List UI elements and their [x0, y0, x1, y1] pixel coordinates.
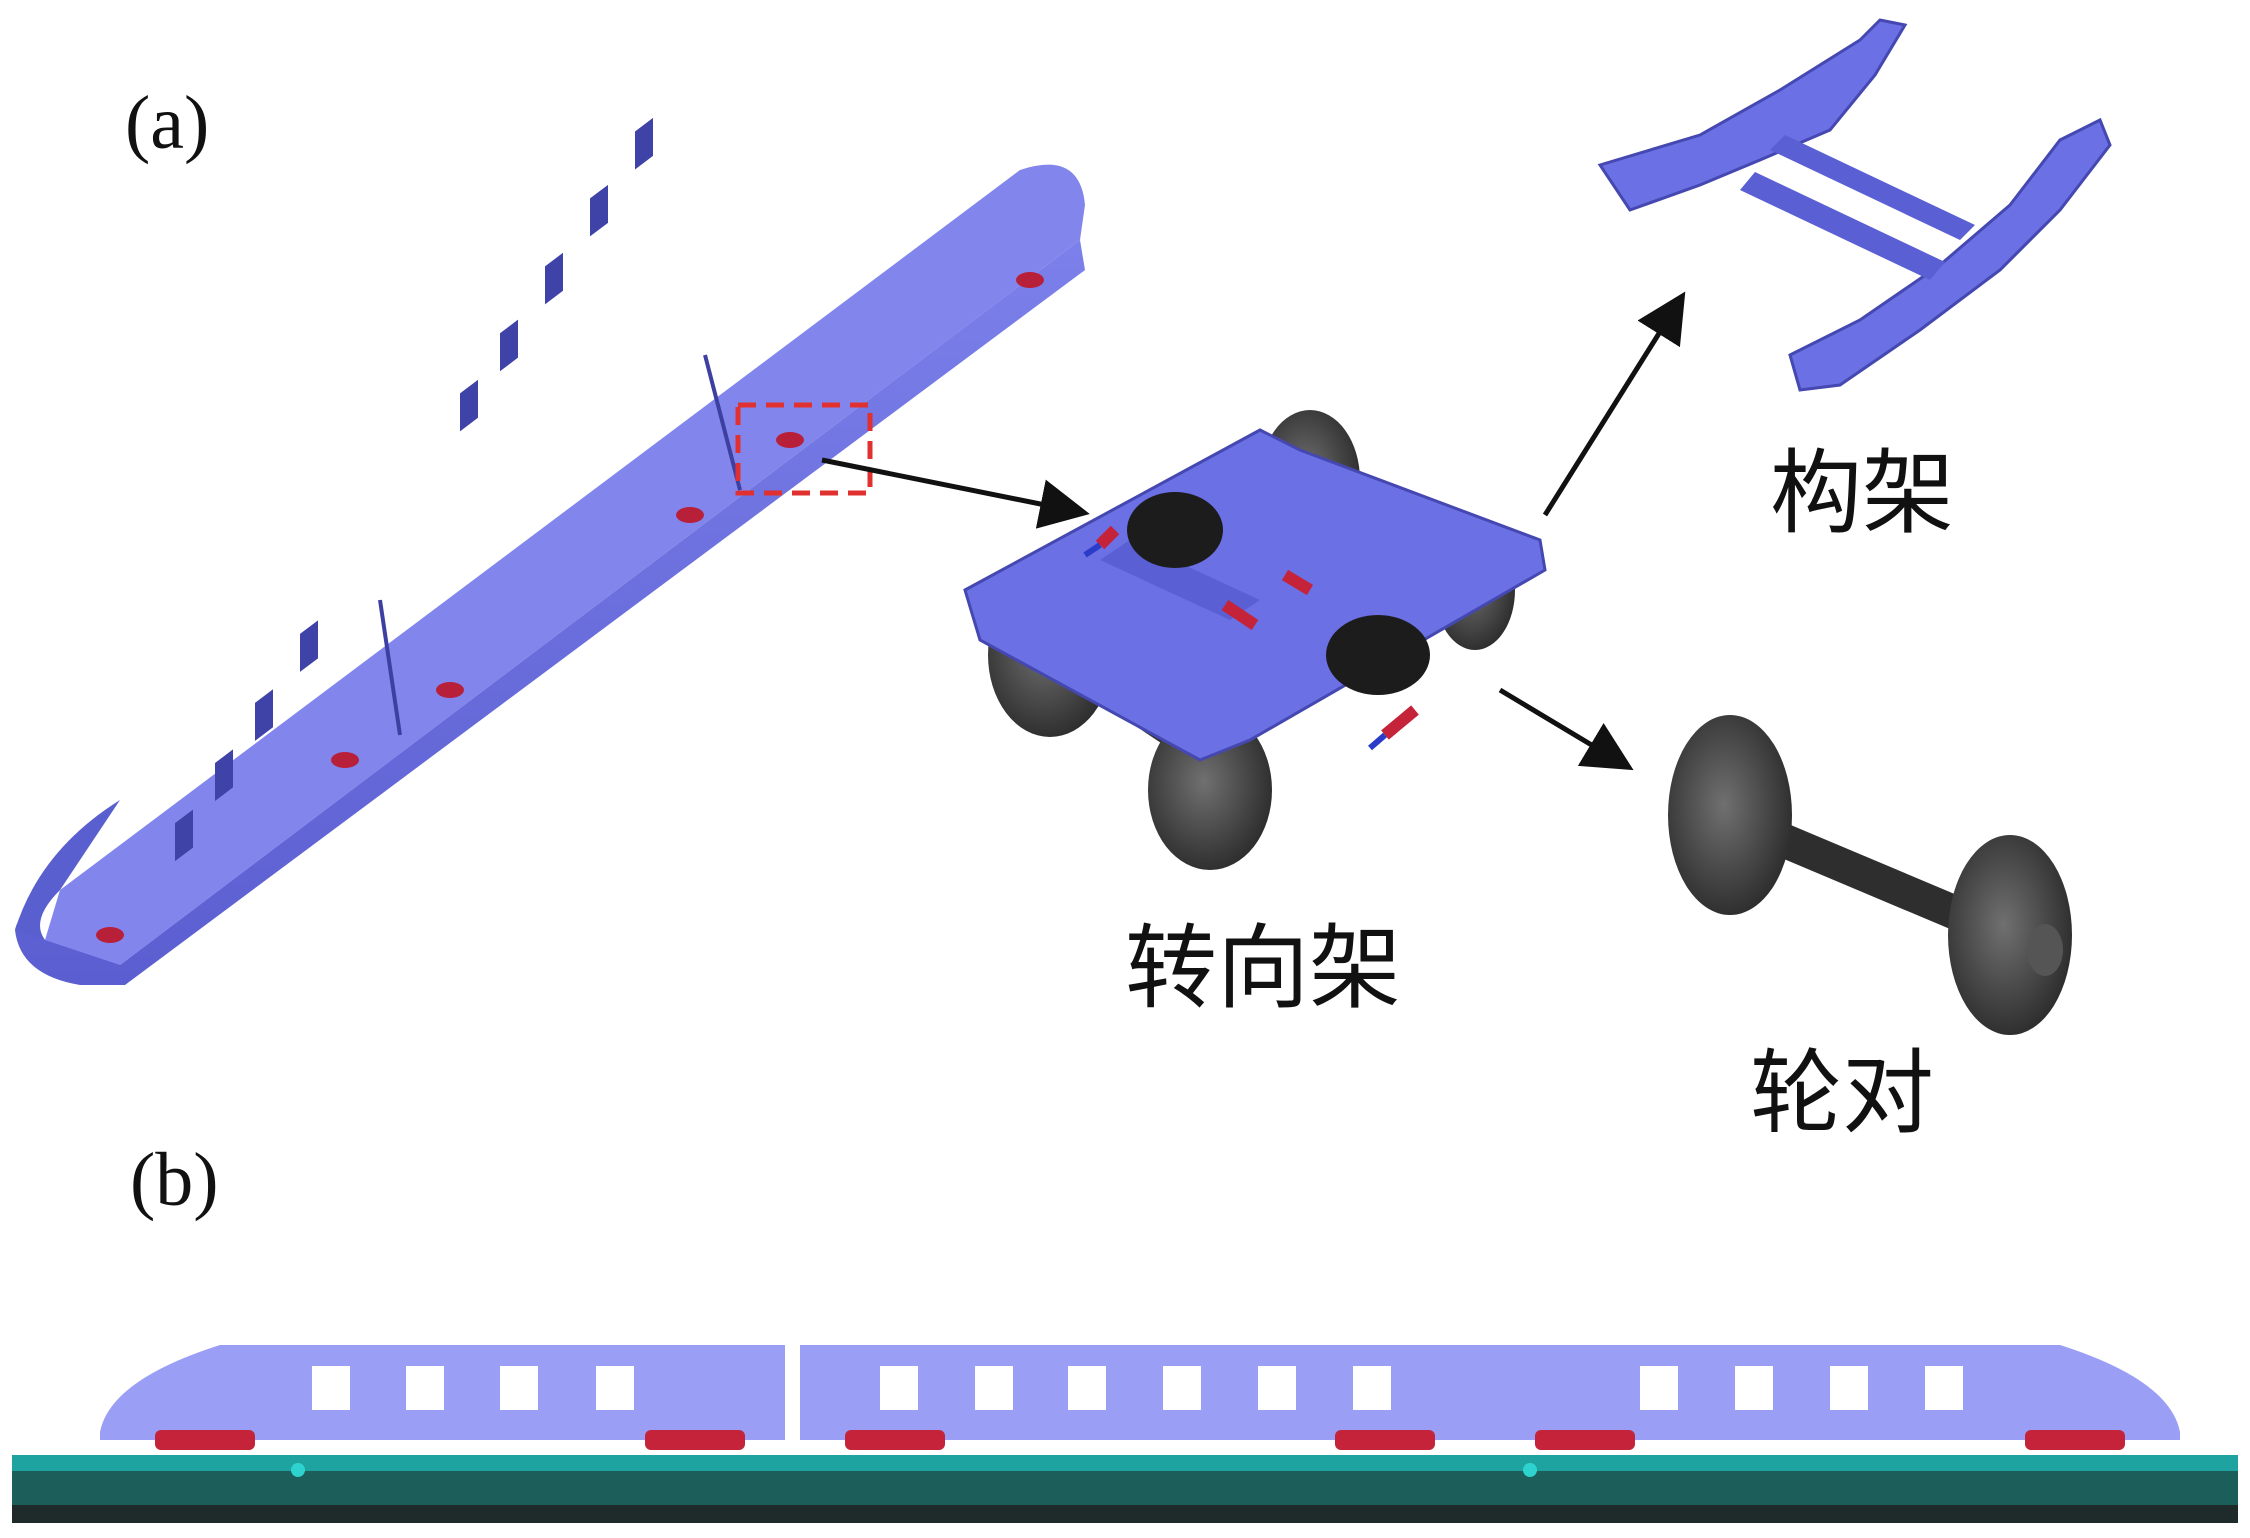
panel-b-label: (b)	[130, 1138, 219, 1222]
side-windows	[312, 1366, 1963, 1410]
frame-side-beam-1	[1597, 18, 1908, 212]
air-spring-2	[1326, 615, 1430, 695]
wheelset-wheel-right	[1948, 835, 2072, 1035]
track-base	[12, 1505, 2238, 1523]
bogie-frame	[963, 428, 1547, 762]
wheelset-model	[1668, 715, 2072, 1035]
train-roof	[45, 164, 1085, 972]
track-rail	[12, 1455, 2238, 1471]
train-nose	[15, 800, 120, 940]
wheelset-hub-right	[2027, 924, 2063, 976]
train-side-view	[12, 1345, 2238, 1523]
train-bogie-marks	[96, 272, 1044, 943]
wheelset-label: 轮对	[1750, 1040, 1934, 1147]
arrow-to-bogie	[821, 457, 1090, 529]
car-joint-2	[703, 354, 742, 491]
track-marker-2	[1523, 1463, 1537, 1477]
frame-cross-beam-1	[1770, 135, 1975, 240]
arrow-to-frame	[1542, 291, 1686, 517]
bogie-highlight-box	[735, 402, 873, 496]
track-slab	[12, 1471, 2238, 1505]
bogie-label: 转向架	[1125, 915, 1401, 1022]
arrow-to-wheelset	[1498, 687, 1634, 771]
train-windows	[175, 117, 653, 862]
bogie-model	[963, 410, 1547, 870]
train-3d-model	[15, 117, 1085, 985]
side-bogies	[155, 1430, 2125, 1450]
frame-cross-beam-2	[1740, 172, 1945, 280]
air-spring-1	[1127, 492, 1223, 568]
arrows	[821, 291, 1686, 771]
bogie-frame-beam	[1100, 540, 1260, 620]
car-joint-1	[378, 599, 402, 736]
panel-a-label: (a)	[125, 81, 209, 165]
frame-model	[1597, 18, 2112, 392]
track-marker-1	[291, 1463, 305, 1477]
frame-label: 构架	[1770, 440, 1954, 547]
bogie-dampers	[1083, 525, 1419, 751]
wheelset-wheel-left	[1668, 715, 1792, 915]
